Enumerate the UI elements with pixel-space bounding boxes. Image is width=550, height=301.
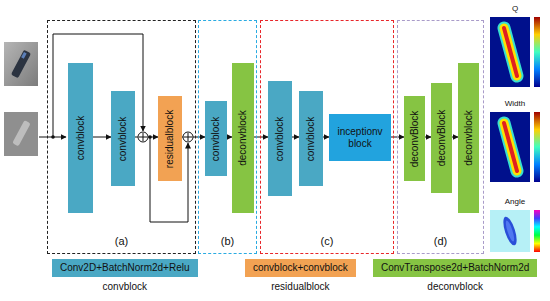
inception-block: inceptionv block [329,114,391,161]
add-symbol [138,132,148,142]
legend-caption: residualblock [245,281,356,293]
residual-block: residualblock [158,96,182,181]
width-map [490,112,540,182]
deconv-block: deconvblock [232,63,254,213]
legend-box-text: ConvTranspose2d+BatchNorm2d [373,259,537,277]
group-frame: (d) deconvBlock deconvBlock deconvblock [397,20,484,254]
legend-box-text: convblock+convblock [245,259,356,277]
map-title: Q [488,4,542,14]
output-map: Angle [488,197,542,254]
block-label: deconvBlock [409,110,421,167]
group-label: (d) [432,235,449,248]
block-label: inceptionv block [332,126,388,150]
block-label: residualblock [164,109,176,167]
group-frame: (b) convblock deconvblock [198,20,257,254]
block-label: convblock [305,116,317,160]
map-title: Width [488,99,542,109]
group-label: (b) [219,235,236,248]
block-label: deconvblock [237,110,249,166]
conv-block: convblock [205,101,227,176]
block-label: convblock [75,116,87,160]
legend-item: Conv2D+BatchNorm2d+Relu convblock [52,259,198,293]
legend-caption: deconvblock [373,281,537,293]
flow-arrow [292,137,299,138]
block-label: convblock [117,116,129,160]
deconv-block: deconvBlock [404,96,425,181]
block-label: deconvBlock [436,110,448,167]
conv-block: convblock [68,63,93,213]
depth-input-image [4,112,38,156]
legend-box-text: Conv2D+BatchNorm2d+Relu [52,259,198,277]
conv-block: convblock [299,91,323,186]
conv-block: convblock [268,81,292,196]
block-label: convblock [210,116,222,160]
output-map: Q [488,4,542,89]
group-frame: (c) convblock convblock inceptionv block [260,20,394,254]
block-label: deconvblock [463,110,475,166]
group-label: (a) [113,235,130,248]
map-title: Angle [488,197,542,207]
angle-map [490,210,540,252]
deconv-block: deconvBlock [431,83,452,193]
block-label: convblock [274,116,286,160]
legend-caption: convblock [52,281,198,293]
add-symbol [183,132,193,142]
legend-item: ConvTranspose2d+BatchNorm2d deconvblock [373,259,537,293]
legend-item: convblock+convblock residualblock [245,259,356,293]
conv-block: convblock [111,91,135,186]
output-map: Width [488,99,542,184]
deconv-block: deconvblock [458,63,479,213]
group-frame: (a) convblock convblock residualblock [47,20,196,254]
group-label: (c) [319,235,336,248]
rgb-input-image [4,42,38,86]
flow-arrow [93,137,111,138]
quality-map [490,17,540,87]
